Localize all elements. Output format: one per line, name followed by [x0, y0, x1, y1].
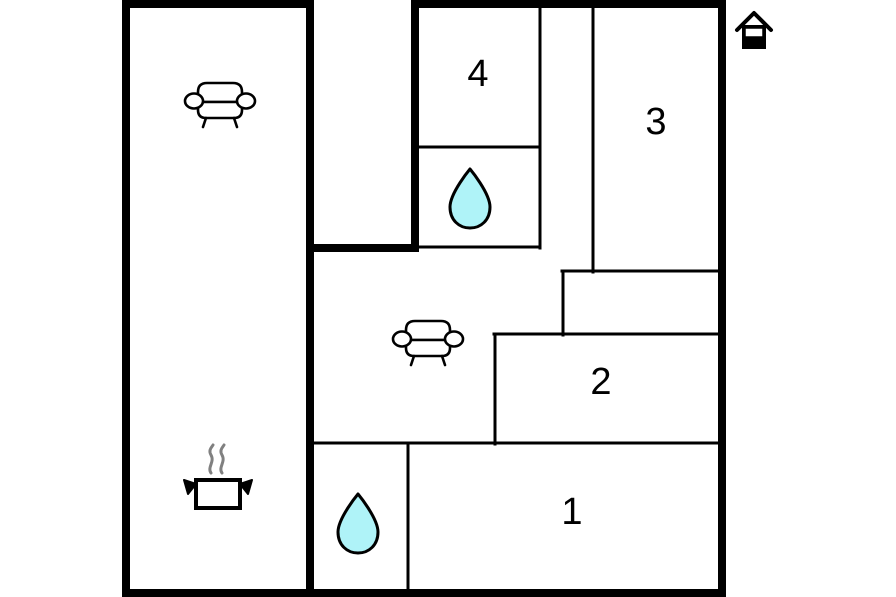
water-drop-icon	[336, 492, 380, 555]
sofa-leg-left	[409, 354, 416, 367]
sofa-leg-right	[440, 354, 447, 367]
room-labels: 4 3 2 1	[467, 53, 666, 533]
steam-right	[219, 443, 226, 475]
sofa-arm-right	[443, 330, 465, 348]
room-label-2: 2	[590, 361, 611, 403]
steam-left	[208, 443, 215, 475]
water-drop-shape	[336, 492, 380, 555]
house-window	[744, 27, 764, 38]
structural-walls	[122, 0, 726, 597]
sofa-back	[196, 81, 244, 104]
wall-left-wing	[122, 0, 726, 597]
sofa-arm-left	[391, 330, 413, 348]
pot-handle-left	[183, 479, 197, 495]
room-label-3: 3	[645, 101, 666, 143]
sofa-leg-right	[232, 116, 239, 129]
sofa-leg-left	[201, 116, 208, 129]
water-drop-icon	[448, 167, 492, 230]
sofa-back	[404, 319, 452, 342]
sofa-seat	[404, 338, 452, 358]
room-label-4: 4	[467, 53, 488, 95]
house-roof	[735, 11, 773, 32]
sofa-arm-right	[235, 92, 257, 110]
cooking-pot-icon	[183, 443, 253, 510]
north-indicator-house-icon	[735, 11, 773, 49]
interior-partitions	[308, 2, 724, 596]
sofa-arm-left	[183, 92, 205, 110]
sofa-seat	[196, 100, 244, 120]
wall-hall-left	[306, 0, 419, 252]
pot-handle-right	[239, 479, 253, 495]
sofa-icon	[183, 81, 257, 129]
room-label-1: 1	[561, 491, 582, 533]
water-drop-shape	[448, 167, 492, 230]
sofa-icon	[391, 319, 465, 367]
pot-body	[194, 478, 242, 510]
